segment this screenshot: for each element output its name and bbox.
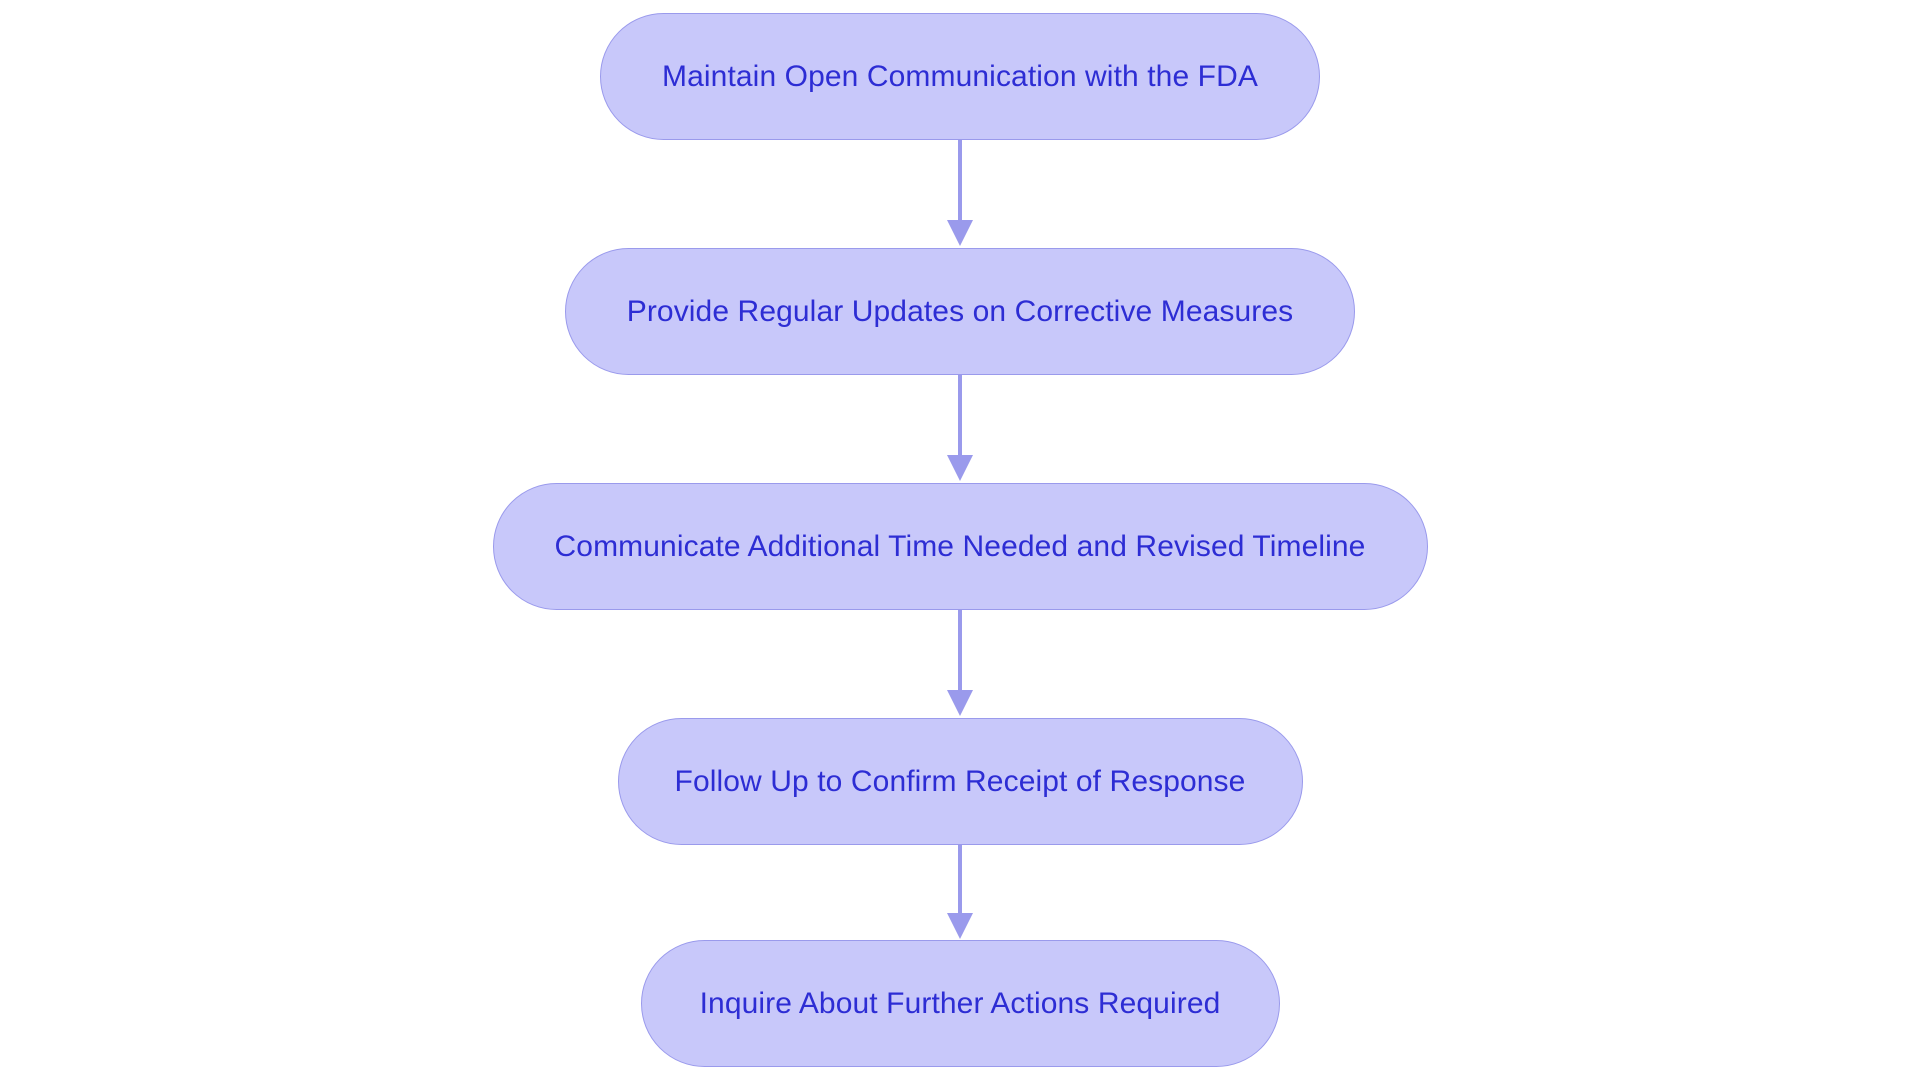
flow-node-5[interactable]: Inquire About Further Actions Required	[640, 940, 1280, 1067]
top-spacer	[960, 0, 961, 13]
flow-node-2[interactable]: Provide Regular Updates on Corrective Me…	[565, 248, 1355, 375]
flow-node-3-label: Communicate Additional Time Needed and R…	[554, 530, 1366, 563]
flow-node-1-label: Maintain Open Communication with the FDA	[662, 60, 1258, 93]
arrow-down-icon-3	[947, 610, 973, 716]
flow-node-3[interactable]: Communicate Additional Time Needed and R…	[492, 483, 1428, 610]
flow-node-1[interactable]: Maintain Open Communication with the FDA	[600, 13, 1320, 140]
arrow-down-icon-1	[947, 140, 973, 246]
flow-node-4-label: Follow Up to Confirm Receipt of Response	[674, 765, 1246, 798]
flow-node-2-label: Provide Regular Updates on Corrective Me…	[626, 295, 1294, 328]
flow-node-4[interactable]: Follow Up to Confirm Receipt of Response	[617, 718, 1303, 845]
flow-node-5-label: Inquire About Further Actions Required	[699, 987, 1221, 1020]
arrow-down-icon-4	[947, 845, 973, 939]
arrow-down-icon-2	[947, 375, 973, 481]
